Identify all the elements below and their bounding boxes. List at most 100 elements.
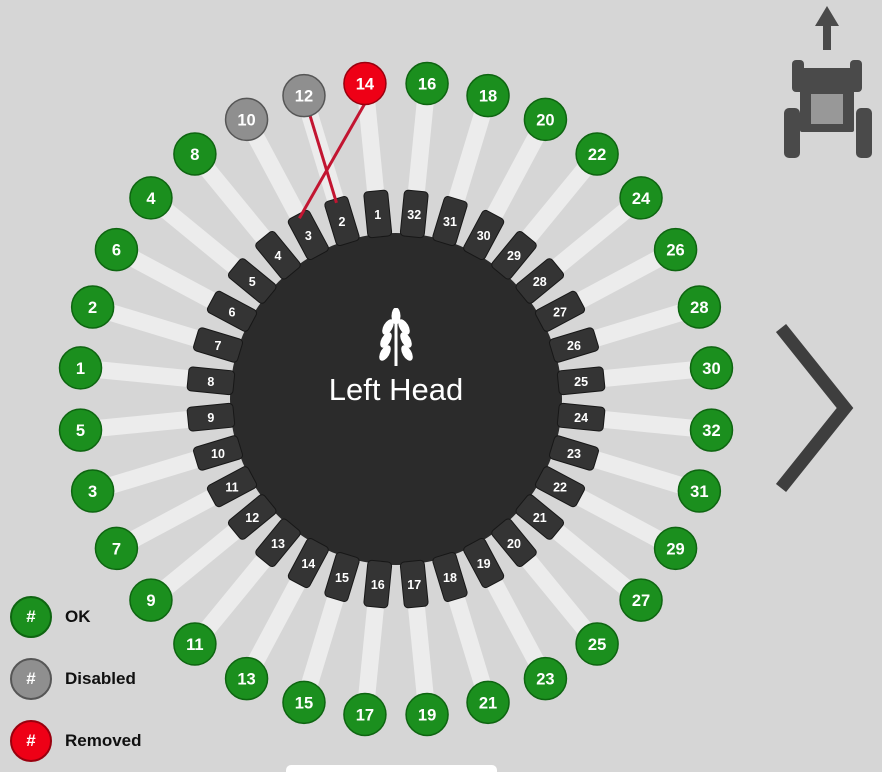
hub-port-7: 7 [193,327,244,363]
hub-port-12: 12 [227,494,277,540]
run-indicator-19[interactable]: 19 [405,692,449,737]
hub-port-tooth [399,559,429,609]
hub-port-number: 13 [271,537,285,551]
run-indicator-8[interactable]: 8 [173,132,217,176]
run-circle [523,656,568,701]
run-circle [343,692,387,737]
chevron-right-icon [776,323,854,493]
run-indicator-9[interactable]: 9 [129,578,173,622]
hub-port-number: 18 [443,571,457,585]
hub-port-6: 6 [206,290,257,332]
run-indicator-12[interactable]: 12 [282,73,326,118]
run-circle [523,97,568,142]
hub-port-number: 27 [553,305,567,319]
run-circle [653,526,698,571]
run-number: 15 [295,694,313,712]
hub-port-number: 32 [407,208,421,222]
run-circle [58,408,103,452]
hub-port-tooth [206,466,257,508]
run-indicator-21[interactable]: 21 [466,680,510,725]
run-indicator-2[interactable]: 2 [70,285,115,329]
run-circle [129,176,173,220]
hub-port-number: 30 [477,229,491,243]
run-indicator-7[interactable]: 7 [94,526,139,571]
hub-port-2: 2 [324,196,360,247]
run-circle [94,526,139,571]
run-indicator-11[interactable]: 11 [173,622,217,666]
hub-port-23: 23 [548,435,599,471]
hub-port-tooth [363,559,393,609]
run-number: 9 [146,592,155,610]
hub-port-28: 28 [515,258,565,304]
run-indicator-24[interactable]: 24 [619,176,663,220]
hub-port-number: 29 [507,249,521,263]
run-number: 17 [356,706,374,724]
legend-circle-ok: # [10,596,52,638]
run-indicator-1[interactable]: 1 [58,346,103,390]
run-number: 25 [588,636,606,654]
run-circle [653,227,698,272]
run-number: 13 [237,671,255,689]
run-indicator-16[interactable]: 16 [405,61,449,106]
run-indicator-4[interactable]: 4 [129,176,173,220]
legend-label-removed: Removed [65,731,142,750]
hub-port-number: 22 [553,481,567,495]
run-circle [343,61,387,106]
hub-port-22: 22 [535,466,586,508]
run-indicator-6[interactable]: 6 [94,227,139,272]
run-indicator-5[interactable]: 5 [58,408,103,452]
run-indicator-31[interactable]: 31 [677,469,722,513]
hub-port-tooth [515,258,565,304]
run-number: 6 [112,242,121,260]
bottom-panel-edge [286,765,497,772]
hub-port-number: 24 [574,411,588,425]
hub-port-tooth [463,209,505,260]
next-head-button[interactable] [776,322,854,494]
distribution-hub [230,233,562,565]
hub-port-number: 6 [228,305,235,319]
run-indicator-3[interactable]: 3 [70,469,115,513]
run-indicator-27[interactable]: 27 [619,578,663,622]
run-indicator-30[interactable]: 30 [689,346,734,390]
run-indicator-29[interactable]: 29 [653,526,698,571]
hub-port-number: 25 [574,375,588,389]
legend-label-ok: OK [65,607,91,626]
run-indicator-25[interactable]: 25 [575,622,619,666]
hub-port-number: 21 [533,511,547,525]
legend-item-removed: # Removed [10,720,142,762]
run-indicator-23[interactable]: 23 [523,656,568,701]
hub-port-3: 3 [287,209,329,260]
hub-port-tooth [556,402,606,432]
run-number: 26 [666,242,684,260]
hub-port-number: 16 [371,578,385,592]
run-circle [94,227,139,272]
hub-port-18: 18 [432,551,468,602]
hub-port-1: 1 [363,189,393,239]
run-indicator-10[interactable]: 10 [224,97,269,142]
run-indicator-32[interactable]: 32 [689,408,734,452]
run-number: 19 [418,706,436,724]
run-number: 7 [112,540,121,558]
run-indicator-28[interactable]: 28 [677,285,722,329]
run-indicator-18[interactable]: 18 [466,73,510,118]
removed-hose-line-run-12 [307,111,338,204]
hub-port-number: 11 [225,481,238,495]
run-circle [282,73,326,118]
run-indicator-20[interactable]: 20 [523,97,568,142]
hub-port-9: 9 [186,402,236,432]
run-indicator-15[interactable]: 15 [282,680,326,725]
legend-item-disabled: # Disabled [10,658,142,700]
hub-port-tooth [535,466,586,508]
run-circle [282,680,326,725]
legend-symbol: # [26,669,36,688]
hub-port-number: 2 [339,215,346,229]
run-indicator-14[interactable]: 14 [343,61,387,106]
run-indicator-26[interactable]: 26 [653,227,698,272]
hub-port-number: 3 [305,229,312,243]
run-indicator-13[interactable]: 13 [224,656,269,701]
run-circle [575,622,619,666]
run-indicator-17[interactable]: 17 [343,692,387,737]
run-indicator-22[interactable]: 22 [575,132,619,176]
hub-port-24: 24 [556,402,606,432]
up-arrow-icon [815,6,839,50]
